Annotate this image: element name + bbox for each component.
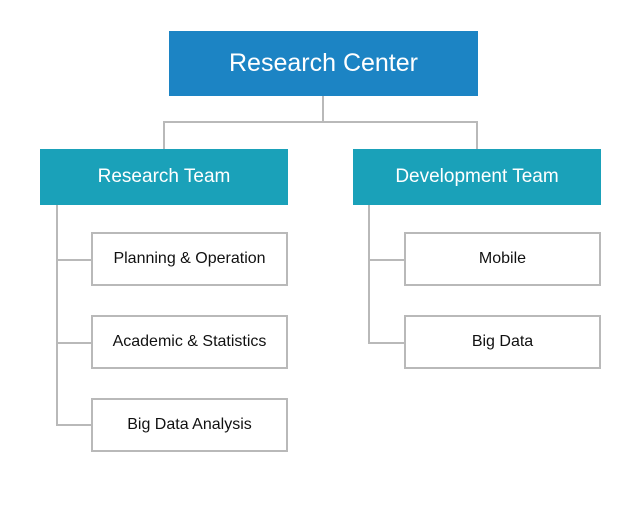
unit-node-academic-statistics: Academic & Statistics — [91, 315, 288, 369]
unit-node-label: Academic & Statistics — [112, 333, 267, 350]
team-node-label: Development Team — [395, 166, 559, 187]
team-node-label: Research Team — [97, 166, 231, 187]
team-node-development: Development Team — [353, 149, 601, 205]
unit-node-label: Mobile — [478, 250, 527, 267]
unit-node-label: Planning & Operation — [113, 250, 266, 267]
team-node-research: Research Team — [40, 149, 288, 205]
unit-node-planning-operation: Planning & Operation — [91, 232, 288, 286]
root-node-label: Research Center — [229, 49, 418, 77]
unit-node-label: Big Data — [471, 333, 534, 350]
root-node-research-center: Research Center — [169, 31, 478, 96]
unit-node-big-data: Big Data — [404, 315, 601, 369]
unit-node-mobile: Mobile — [404, 232, 601, 286]
unit-node-big-data-analysis: Big Data Analysis — [91, 398, 288, 452]
unit-node-label: Big Data Analysis — [127, 416, 252, 433]
